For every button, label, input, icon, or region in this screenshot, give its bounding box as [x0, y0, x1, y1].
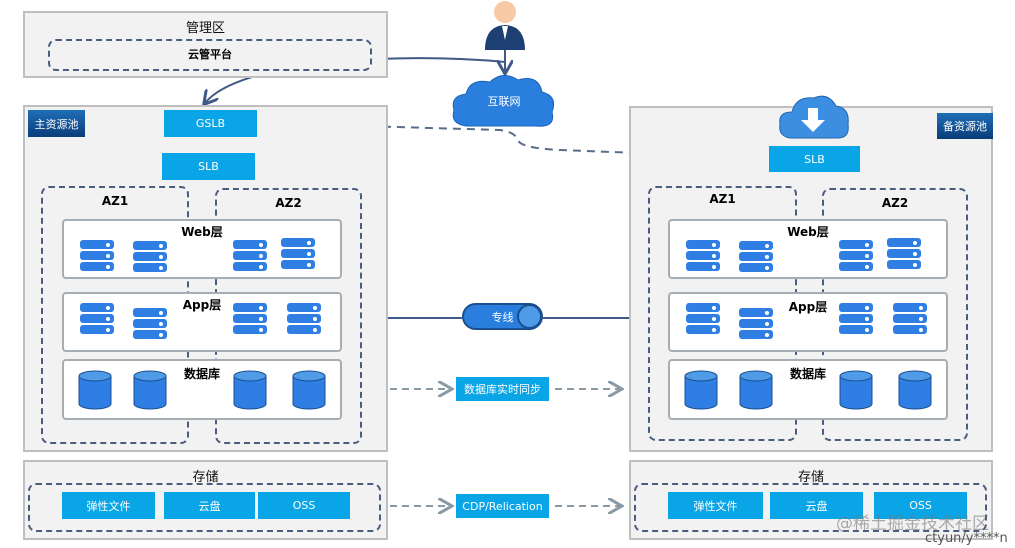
server-icon [686, 303, 720, 336]
database-icon [839, 370, 873, 410]
database-icon [133, 370, 167, 410]
user-icon [485, 1, 525, 50]
server-icon [80, 303, 114, 336]
cdp-box: CDP/Relication [456, 494, 549, 518]
backup-az1-label: AZ1 [709, 192, 736, 206]
server-icon [133, 241, 167, 274]
server-icon [893, 303, 927, 336]
backup-pool-tag: 备资源池 [937, 113, 993, 139]
management-zone: 管理区 [23, 11, 388, 78]
management-title: 管理区 [185, 21, 225, 36]
database-icon [739, 370, 773, 410]
backup-slb-box: SLB [769, 146, 860, 172]
server-icon [281, 238, 315, 271]
gslb-box: GSLB [164, 110, 257, 137]
database-icon [233, 370, 267, 410]
server-icon [839, 303, 873, 336]
internet-cloud-icon [452, 75, 555, 127]
watermark: @稀土掘金技术社区 [836, 514, 989, 534]
az1-label: AZ1 [101, 194, 129, 208]
server-icon [80, 240, 114, 273]
database-icon [898, 370, 932, 410]
storage-item: 弹性文件 [668, 492, 763, 519]
database-icon [78, 370, 112, 410]
cloud-platform-label: 云管平台 [188, 48, 232, 61]
storage-item: OSS [258, 492, 350, 519]
app-layer-label: App层 [182, 298, 222, 312]
web-layer-label: Web层 [181, 225, 223, 239]
server-icon [133, 308, 167, 341]
slb-box: SLB [162, 153, 255, 180]
primary-pool-tag: 主资源池 [28, 110, 85, 137]
server-icon [839, 240, 873, 273]
cloud-download-icon [779, 95, 849, 139]
server-icon [739, 308, 773, 341]
server-icon [287, 303, 321, 336]
cloud-platform: 云管平台 [48, 39, 372, 71]
backup-web-label: Web层 [787, 225, 829, 239]
db-sync-box: 数据库实时同步 [456, 377, 549, 401]
storage-item: 弹性文件 [62, 492, 155, 519]
internet-label: 互联网 [487, 95, 521, 108]
storage-right-group [634, 483, 987, 532]
gslb-to-backup-slb-dashed [256, 122, 770, 159]
database-icon [292, 370, 326, 410]
server-icon [233, 240, 267, 273]
backup-az2-label: AZ2 [881, 196, 909, 210]
database-icon [684, 370, 718, 410]
storage-item: 云盘 [770, 492, 863, 519]
storage-left-group [28, 483, 381, 532]
storage-item: 云盘 [164, 492, 255, 519]
server-icon [739, 241, 773, 274]
pill-end [517, 304, 542, 329]
watermark-user: ctyun/y****n [925, 531, 1008, 546]
az2-label: AZ2 [275, 196, 302, 210]
server-icon [233, 303, 267, 336]
storage-right-title: 存储 [797, 470, 824, 485]
backup-app-label: App层 [788, 300, 828, 314]
server-icon [686, 240, 720, 273]
db-layer-label: 数据库 [183, 367, 220, 381]
storage-left-title: 存储 [192, 470, 219, 485]
storage-item: OSS [874, 492, 967, 519]
backup-db-label: 数据库 [789, 367, 826, 381]
server-icon [887, 238, 921, 271]
